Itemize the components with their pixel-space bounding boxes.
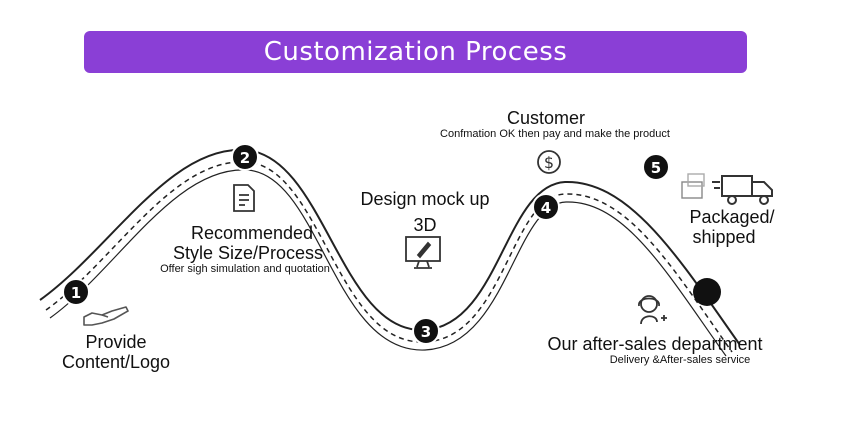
curve-inner-line (49, 169, 727, 357)
step-4-subtitle: Confmation OK then pay and make the prod… (440, 128, 670, 141)
step-node-1: 1 (62, 278, 90, 306)
step-number-5: 5 (651, 159, 661, 177)
hand-offer-icon (83, 306, 129, 326)
step-2-title-line2: Style Size/Process (172, 243, 324, 264)
document-icon (233, 184, 255, 212)
step-node-3: 3 (412, 317, 440, 345)
step-number-2: 2 (240, 149, 250, 167)
step-5-label: Packaged/ shipped (672, 207, 792, 247)
step-2-title-line1: Recommended (190, 223, 314, 243)
step-node-6 (693, 278, 721, 306)
delivery-truck-icon (681, 173, 773, 205)
step-node-4: 4 (532, 193, 560, 221)
step-3-label: Design mock up 3D (340, 186, 510, 238)
step-4-title: Customer (506, 108, 586, 128)
step-number-1: 1 (71, 284, 81, 302)
step-1-title-line1: Provide (85, 332, 147, 352)
step-4-label: Customer Confmation OK then pay and make… (400, 108, 710, 140)
svg-text:$: $ (544, 153, 554, 172)
step-node-2: 2 (231, 143, 259, 171)
step-2-label: Recommended Style Size/Process Offer sig… (128, 223, 356, 276)
step-6-title: Our after-sales department (547, 334, 763, 354)
monitor-design-icon (405, 236, 441, 269)
step-6-subtitle: Delivery &After-sales service (609, 354, 751, 367)
step-3-title-line2: 3D (413, 215, 437, 236)
step-node-5: 5 (642, 153, 670, 181)
support-agent-icon (638, 295, 667, 325)
step-5-title-line1: Packaged/ (689, 207, 775, 227)
step-1-title-line2: Content/Logo (61, 352, 171, 373)
title-banner: Customization Process (84, 31, 747, 73)
step-number-4: 4 (541, 199, 551, 217)
step-3-title-line1: Design mock up (360, 189, 490, 209)
step-1-label: Provide Content/Logo (46, 332, 186, 372)
page-title: Customization Process (263, 37, 568, 67)
step-5-title-line2: shipped (692, 227, 756, 248)
step-2-subtitle: Offer sigh simulation and quotation (160, 263, 330, 276)
step-number-3: 3 (421, 323, 431, 341)
step-6-label: Our after-sales department Delivery &Aft… (520, 334, 790, 366)
dollar-coin-icon: $ (537, 150, 561, 174)
